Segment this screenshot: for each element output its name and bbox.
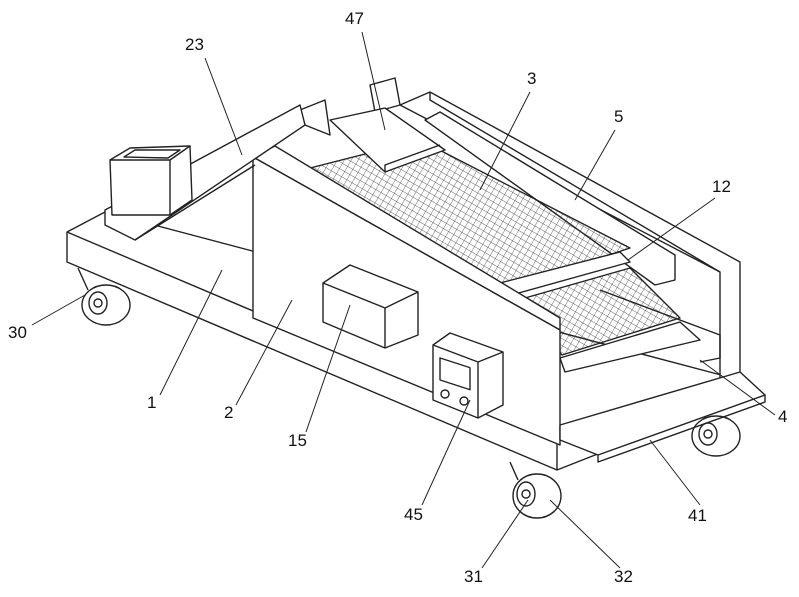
leader-lines (31, 31, 776, 569)
label-30: 30 (8, 323, 27, 342)
chute (104, 104, 306, 241)
label-12: 12 (712, 177, 731, 196)
wheel-rear-left (77, 267, 131, 326)
label-15: 15 (288, 431, 307, 450)
motor-box (322, 264, 419, 349)
label-45: 45 (404, 505, 423, 524)
wheel-front (509, 461, 562, 519)
label-2: 2 (224, 403, 234, 422)
label-4: 4 (778, 407, 788, 426)
label-5: 5 (614, 107, 624, 126)
label-32: 32 (614, 567, 633, 586)
label-47: 47 (345, 9, 364, 28)
label-1: 1 (147, 393, 157, 412)
label-41: 41 (688, 506, 707, 525)
control-box (432, 332, 504, 419)
wheel-rear-right (691, 415, 741, 457)
label-31: 31 (464, 567, 483, 586)
label-23: 23 (185, 35, 204, 54)
feed-hopper (299, 77, 446, 173)
discharge-plate (559, 371, 766, 463)
label-3: 3 (527, 69, 537, 88)
